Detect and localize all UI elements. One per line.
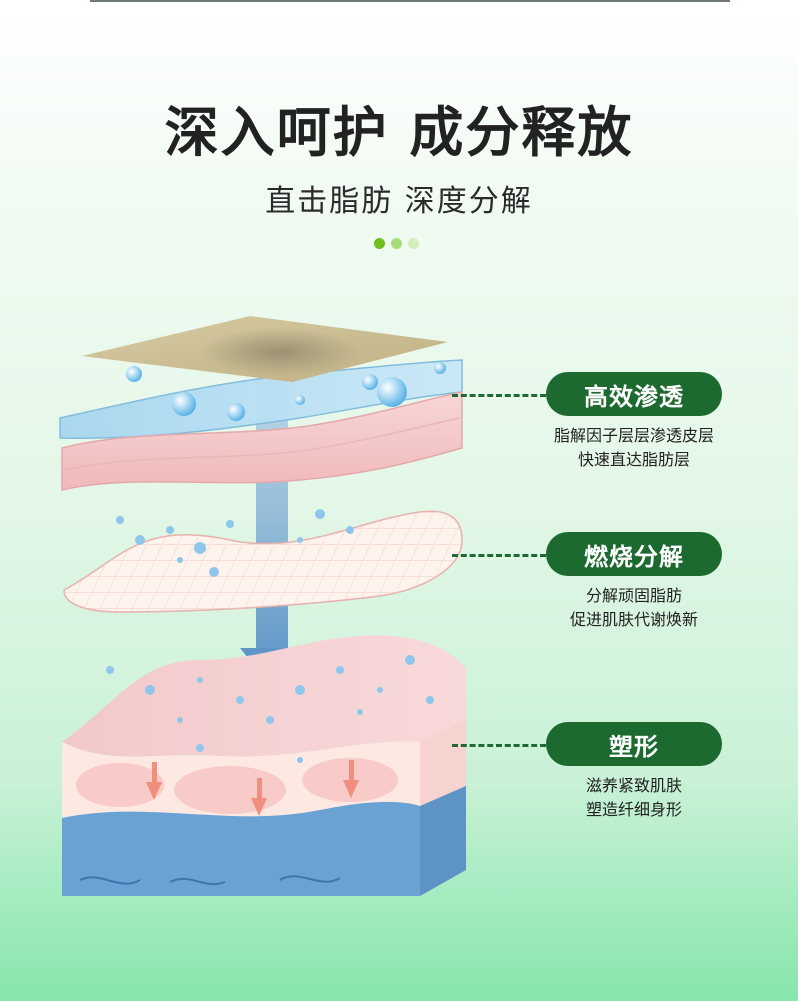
patch-layer [59,316,463,439]
dot-active [374,238,385,249]
top-divider [90,0,730,2]
page-title: 深入呵护 成分释放 [164,101,634,164]
pagination-dots [374,238,419,249]
leader-line-1 [452,394,546,397]
fat-grid-layer [63,510,463,613]
penetration-arrow [240,380,304,688]
bubbles [106,362,446,763]
dot [391,238,402,249]
dot [408,238,419,249]
callout-label-burn: 燃烧分解 [546,532,722,576]
skin-block [62,635,466,896]
callout-label-shaping: 塑形 [546,722,722,766]
callout-label-penetration: 高效渗透 [546,372,722,416]
skin-layer [61,391,463,491]
callout-desc-penetration: 脂解因子层层渗透皮层 快速直达脂肪层 [553,426,714,469]
page-subtitle: 直击脂肪 深度分解 [265,184,533,219]
leader-line-2 [452,554,546,557]
callout-desc-burn: 分解顽固脂肪 促进肌肤代谢焕新 [569,586,698,629]
callout-desc-shaping: 滋养紧致肌肤 塑造纤细身形 [585,776,682,819]
leader-line-3 [452,744,546,747]
